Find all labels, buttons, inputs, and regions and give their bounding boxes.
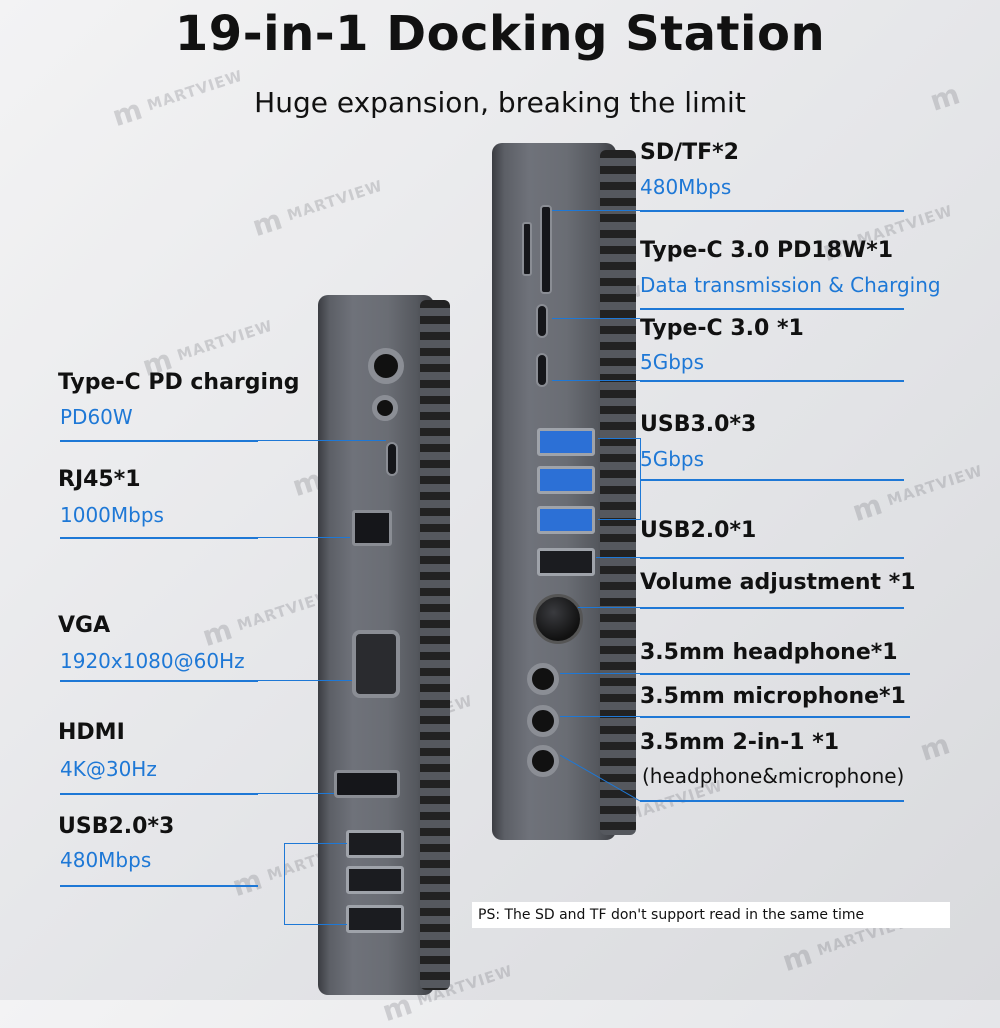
usb2-port [537, 548, 595, 576]
leader-line [560, 673, 640, 674]
type-c-pd-port [536, 304, 548, 338]
note-box: PS: The SD and TF don't support read in … [472, 902, 950, 928]
usb2-port [346, 905, 404, 933]
spec-sd-tf: 480Mbps [640, 175, 732, 199]
page-subtitle: Huge expansion, breaking the limit [254, 86, 746, 119]
usb3-bracket [598, 438, 641, 520]
type-c-port [536, 353, 548, 387]
divider [640, 380, 904, 382]
spec-vga: 1920x1080@60Hz [60, 649, 245, 673]
spec-usb2-front: 480Mbps [60, 848, 152, 872]
leader-line [552, 210, 640, 211]
label-type-c-pd18w: Type-C 3.0 PD18W*1 [640, 238, 894, 263]
label-hdmi: HDMI [58, 720, 125, 745]
usb3-port [537, 506, 595, 534]
leader-line [258, 793, 334, 794]
leader-line [560, 755, 641, 802]
spec-type-c-3: 5Gbps [640, 350, 705, 374]
power-button-port [368, 348, 404, 384]
watermark: mMARTVIEW [198, 586, 336, 654]
divider [60, 440, 258, 442]
type-c-pc-in-port [386, 442, 398, 476]
watermark: mMARTVIEW [848, 461, 986, 529]
divider [640, 557, 904, 559]
label-microphone: 3.5mm microphone*1 [640, 684, 906, 709]
label-type-c-3: Type-C 3.0 *1 [640, 316, 804, 341]
leader-line [552, 380, 640, 381]
leader-line [560, 716, 640, 717]
divider [640, 308, 904, 310]
divider [640, 800, 904, 802]
rj45-port [352, 510, 392, 546]
vga-port [352, 630, 400, 698]
dock-device-front-edge [420, 300, 450, 990]
dc-in-port [372, 395, 398, 421]
divider [640, 716, 910, 718]
label-vga: VGA [58, 613, 111, 638]
leader-line [552, 318, 640, 319]
headphone-jack [527, 663, 559, 695]
label-usb2-back: USB2.0*1 [640, 518, 757, 543]
watermark: mMARTVIEW [248, 176, 386, 244]
watermark: m [915, 727, 955, 768]
divider [640, 479, 904, 481]
hdmi-port [334, 770, 400, 798]
page-title: 19-in-1 Docking Station [174, 6, 826, 62]
label-usb2-front: USB2.0*3 [58, 814, 175, 839]
label-volume: Volume adjustment *1 [640, 570, 916, 595]
spec-type-c-pd18w: Data transmission & Charging [640, 273, 941, 297]
label-type-c-pd: Type-C PD charging [58, 370, 300, 395]
spec-rj45: 1000Mbps [60, 503, 164, 527]
divider [60, 885, 258, 887]
label-headphone: 3.5mm headphone*1 [640, 640, 898, 665]
usb2-bracket [284, 843, 347, 925]
divider [60, 537, 258, 539]
label-sd-tf: SD/TF*2 [640, 140, 739, 165]
divider [640, 673, 910, 675]
leader-line [258, 680, 352, 681]
combo-jack [527, 745, 559, 777]
divider [60, 793, 258, 795]
watermark: mMARTVIEW [108, 66, 246, 134]
microphone-jack [527, 705, 559, 737]
divider [640, 210, 904, 212]
spec-hdmi: 4K@30Hz [60, 757, 157, 781]
label-rj45: RJ45*1 [58, 467, 141, 492]
usb2-port [346, 866, 404, 894]
dock-device-back-edge [600, 150, 636, 835]
usb3-port [537, 428, 595, 456]
leader-line [258, 537, 350, 538]
leader-line [596, 557, 640, 558]
sd-slot [540, 205, 552, 294]
usb2-port [346, 830, 404, 858]
tf-slot [522, 222, 532, 276]
usb3-port [537, 466, 595, 494]
spec-usb3: 5Gbps [640, 447, 705, 471]
divider [640, 607, 904, 609]
spec-type-c-pd: PD60W [60, 405, 133, 429]
leader-line [258, 440, 386, 441]
leader-line [578, 607, 640, 608]
label-usb3: USB3.0*3 [640, 412, 757, 437]
divider [60, 680, 258, 682]
label-combo-jack: 3.5mm 2-in-1 *1 [640, 730, 840, 755]
spec-combo-jack: (headphone&microphone) [642, 764, 905, 788]
volume-knob [533, 594, 583, 644]
